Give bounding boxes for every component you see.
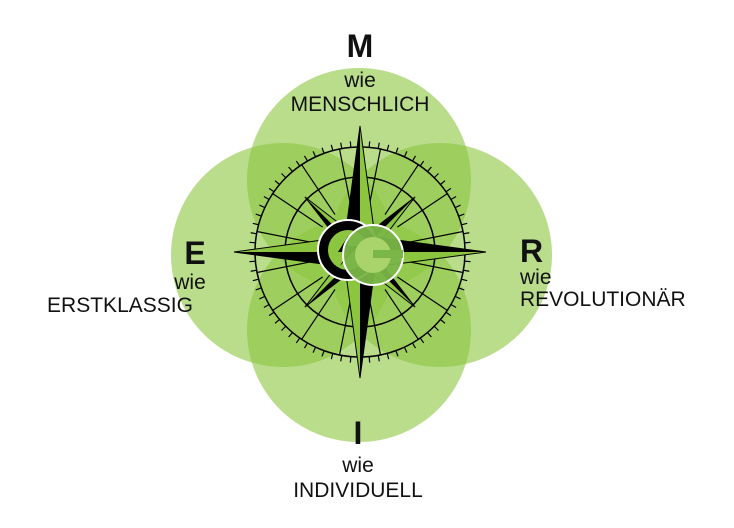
compass-tick <box>349 356 352 363</box>
compass-tick <box>445 311 452 317</box>
compass-radial <box>397 276 448 311</box>
compass-tick <box>281 325 287 331</box>
compass-radial <box>256 260 316 274</box>
compass-tick <box>461 278 468 282</box>
compass-tick <box>250 232 257 235</box>
compass-tick <box>386 144 390 151</box>
compass-tick <box>403 346 408 353</box>
compass-tick <box>259 295 266 300</box>
compass-tick <box>295 337 301 344</box>
compass-radial <box>272 276 323 311</box>
compass-tick <box>259 204 266 209</box>
compass-tick <box>386 353 390 360</box>
compass-radial <box>397 193 448 228</box>
compass-tick <box>450 195 457 201</box>
compass-radial <box>272 193 323 228</box>
compass-tick <box>303 342 309 349</box>
compass-tick <box>433 325 439 331</box>
compass-tick <box>349 141 352 148</box>
compass-tick <box>440 180 446 185</box>
compass-tick <box>340 355 343 362</box>
compass-tick <box>411 342 417 349</box>
compass-tick <box>450 303 457 309</box>
compass-tick <box>368 356 371 363</box>
compass-tick <box>268 187 275 193</box>
compass-radial <box>384 289 419 340</box>
compass-radial <box>384 164 419 215</box>
left-wie: wie <box>174 271 206 294</box>
compass-radial <box>256 230 316 244</box>
bottom-letter: I <box>353 415 363 451</box>
compass-tick <box>463 232 470 235</box>
compass-tick <box>330 353 334 360</box>
eg-logo <box>317 219 404 286</box>
compass-tick <box>461 222 468 226</box>
compass-tick <box>463 269 470 272</box>
compass-tick <box>255 287 262 291</box>
compass-tick <box>427 166 432 172</box>
compass-radial <box>301 289 336 340</box>
compass-tick <box>464 241 471 244</box>
compass-tick <box>454 295 461 300</box>
compass-tick <box>427 332 432 338</box>
compass-tick <box>249 241 256 244</box>
compass-tick <box>250 269 257 272</box>
compass-tick <box>464 260 471 263</box>
compass-tick <box>303 155 309 162</box>
compass-tick <box>263 195 270 201</box>
right-letter: R <box>520 233 544 269</box>
compass-tick <box>411 155 417 162</box>
compass-tick <box>255 213 262 217</box>
compass-tick <box>433 173 439 179</box>
compass-radial <box>338 148 352 208</box>
compass-radial <box>368 148 382 208</box>
compass-tick <box>295 160 301 167</box>
compass-tick <box>440 319 446 324</box>
compass-tick <box>249 260 256 263</box>
left-word: ERSTKLASSIG <box>47 294 193 317</box>
compass-tick <box>330 144 334 151</box>
compass-tick <box>458 287 465 291</box>
compass-tick <box>419 160 425 167</box>
compass-tick <box>458 213 465 217</box>
compass-tick <box>281 173 287 179</box>
compass-tick <box>403 151 408 158</box>
top-wie: wie <box>344 69 376 92</box>
compass-tick <box>419 337 425 344</box>
compass-tick <box>377 142 380 149</box>
right-wie: wie <box>520 266 552 289</box>
compass-tick <box>252 222 259 226</box>
compass-tick <box>288 332 293 338</box>
compass-tick <box>377 355 380 362</box>
compass-tick <box>274 319 280 324</box>
compass-tick <box>454 204 461 209</box>
compass-tick <box>395 350 399 357</box>
compass-radial <box>368 296 382 356</box>
bottom-wie: wie <box>342 454 374 477</box>
compass-tick <box>321 350 325 357</box>
compass-radial <box>301 164 336 215</box>
compass-radial <box>404 230 464 244</box>
compass-tick <box>445 187 452 193</box>
compass-radial <box>404 260 464 274</box>
top-letter: M <box>346 28 374 64</box>
compass-tick <box>312 151 317 158</box>
compass-tick <box>321 147 325 154</box>
compass-tick <box>340 142 343 149</box>
left-letter: E <box>184 235 206 271</box>
compass-tick <box>274 180 280 185</box>
compass-tick <box>252 278 259 282</box>
compass-tick <box>312 346 317 353</box>
bottom-word: INDIVIDUELL <box>293 479 423 502</box>
right-word: REVOLUTIONÄR <box>520 288 686 311</box>
compass-tick <box>288 166 293 172</box>
compass-radial <box>338 296 352 356</box>
compass-tick <box>268 311 275 317</box>
compass-tick <box>263 303 270 309</box>
compass-tick <box>395 147 399 154</box>
top-word: MENSCHLICH <box>290 93 430 116</box>
compass-tick <box>368 141 371 148</box>
